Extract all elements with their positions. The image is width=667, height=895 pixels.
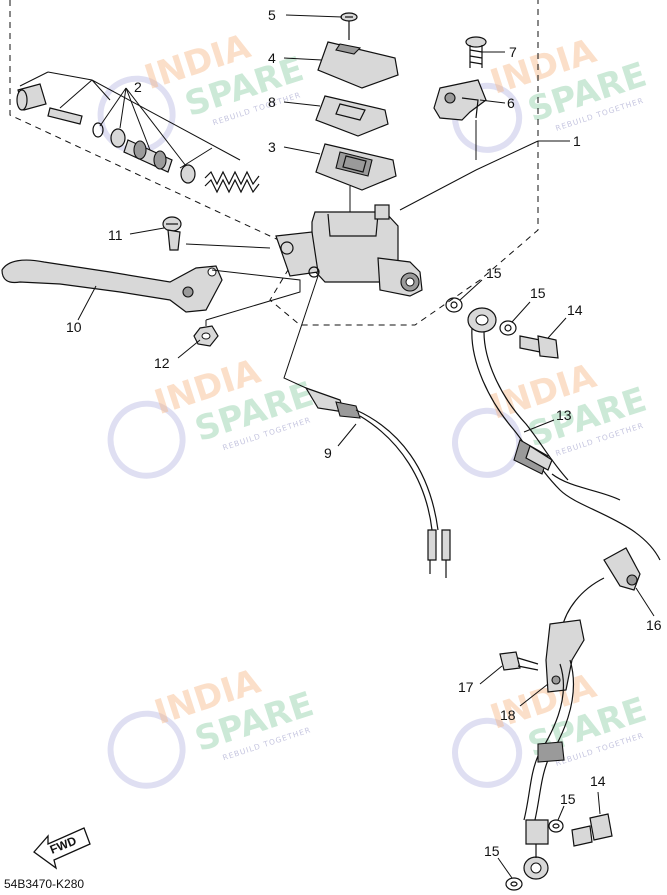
callout-4: 4 [268, 50, 276, 66]
callout-13: 13 [556, 407, 572, 423]
forward-direction-arrow: FWD [33, 827, 91, 870]
copper-washer [445, 297, 463, 313]
hose-guide [545, 619, 585, 693]
diaphragm [315, 143, 397, 191]
holder [433, 79, 487, 121]
leader-lines [77, 14, 655, 879]
callouts: 5 4 7 2 6 8 1 3 11 15 15 14 10 12 13 9 1… [66, 7, 662, 859]
callout-8: 8 [268, 94, 276, 110]
callout-16: 16 [646, 617, 662, 633]
callout-10: 10 [66, 319, 82, 335]
copper-washer [548, 819, 564, 833]
holder-bolt [465, 36, 487, 68]
callout-5: 5 [268, 7, 276, 23]
copper-washer [499, 320, 517, 336]
callout-18: 18 [500, 707, 516, 723]
callout-7: 7 [509, 44, 517, 60]
reservoir-screw [340, 12, 358, 40]
callout-11: 11 [108, 227, 123, 243]
brake-lever [1, 259, 223, 313]
callout-17: 17 [458, 679, 474, 695]
diaphragm-plate [315, 95, 389, 137]
callout-9: 9 [324, 445, 332, 461]
callout-6: 6 [507, 95, 515, 111]
lever-nut [193, 325, 219, 347]
watermark: INDIA SPARE REBUILD TOGETHER INDIA SPARE… [97, 26, 651, 789]
callout-3: 3 [268, 139, 276, 155]
master-cylinder-body [275, 204, 423, 297]
callout-15: 15 [486, 265, 502, 281]
assembly-boundary [9, 0, 539, 326]
callout-14: 14 [567, 302, 583, 318]
diagram-code: 54B3470-K280 [4, 877, 84, 891]
callout-12: 12 [154, 355, 170, 371]
copper-washer [505, 877, 523, 891]
pivot-bolt [162, 216, 182, 251]
callout-15: 15 [560, 791, 576, 807]
brake-hose [467, 307, 661, 561]
callout-14: 14 [590, 773, 606, 789]
union-bolt [571, 813, 613, 847]
front-stop-switch [304, 386, 451, 578]
callout-2: 2 [134, 79, 142, 95]
union-bolt [519, 335, 559, 359]
piston-kit [16, 71, 260, 194]
guide-bolt [499, 651, 539, 671]
hose-holder [603, 547, 641, 591]
reservoir-cap [317, 41, 399, 89]
callout-1: 1 [573, 133, 581, 149]
callout-15: 15 [530, 285, 546, 301]
callout-15: 15 [484, 843, 500, 859]
